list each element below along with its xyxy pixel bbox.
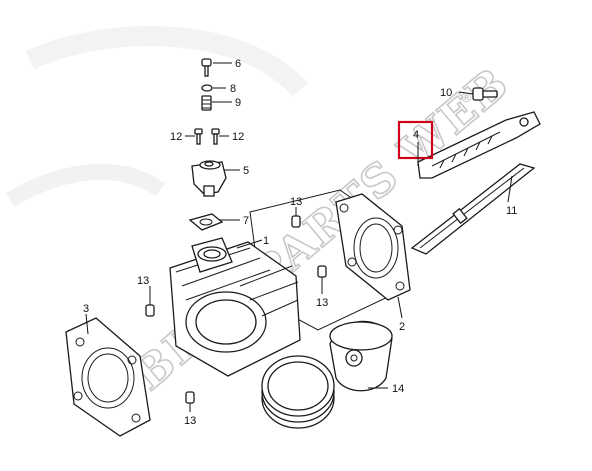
part-13-dowel-pin [291,215,301,228]
part-12-bolt-right [211,128,220,145]
part-6-bolt [201,58,212,77]
part-4-highlight-box [397,120,434,160]
callout-5: 5 [243,165,249,177]
callout-13-bottom: 13 [184,415,196,427]
part-7-gasket [188,213,224,231]
callout-13-left: 13 [137,275,149,287]
callout-12-right: 12 [232,131,244,143]
callout-14: 14 [392,383,404,395]
part-1-cylinder [169,237,301,377]
part-8-washer [201,84,213,92]
background-swoosh [5,26,308,207]
part-14-piston [329,320,393,392]
callout-3: 3 [83,303,89,315]
callout-13-middle: 13 [316,297,328,309]
callout-6: 6 [235,58,241,70]
part-13-dowel-pin [317,265,327,278]
part-4-chain-tensioner-guide [417,111,541,179]
part-10-bolt [472,87,498,101]
callout-9: 9 [235,97,241,109]
callout-13-top: 13 [290,196,302,208]
callout-12-left: 12 [170,131,182,143]
leader-lines [85,62,513,412]
part-2-base-gasket [335,193,411,301]
callout-4: 4 [413,129,419,141]
part-14-piston-rings [261,355,335,429]
callout-8: 8 [230,83,236,95]
callout-10: 10 [440,87,452,99]
callout-11: 11 [506,205,517,217]
part-5-tensioner [191,160,227,197]
part-12-bolt-left [194,128,203,145]
part-3-head-gasket [65,317,151,437]
callout-2: 2 [399,321,405,333]
callout-7: 7 [243,215,249,227]
callout-1: 1 [263,235,269,247]
watermark-registered-mark: ® [460,91,473,106]
part-13-dowel-pin [145,304,155,317]
part-11-chain-guide [410,163,536,255]
part-9-spring [201,95,212,111]
part-13-dowel-pin [185,391,195,404]
